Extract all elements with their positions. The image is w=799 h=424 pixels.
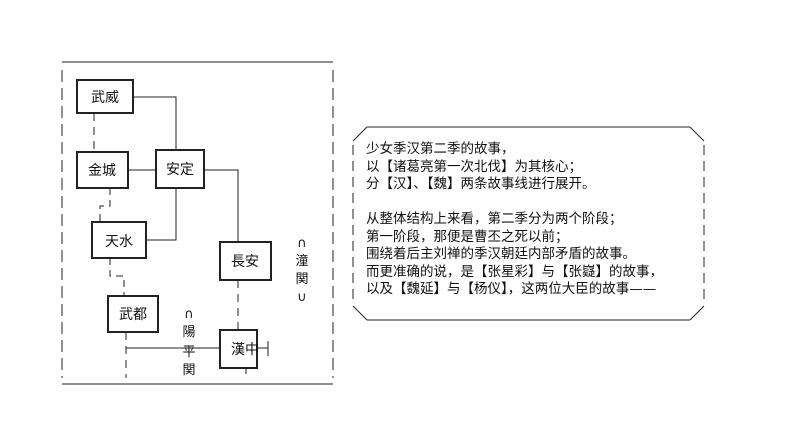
city-label: 天水 (105, 234, 133, 250)
road-tianshui-wudu (109, 258, 125, 296)
pass-tongguan: ∩ 潼 関 ∪ (295, 236, 308, 305)
city-changan: 長安 (219, 241, 272, 281)
city-hanzhong: 漢中 (219, 329, 259, 369)
city-wudu: 武都 (107, 295, 159, 333)
city-label: 武都 (119, 307, 147, 323)
road-jincheng-tianshui (99, 188, 111, 222)
city-label: 漢中 (231, 342, 259, 358)
svg-text:関: 関 (295, 272, 308, 287)
road-anding-tianshui (146, 188, 177, 241)
svg-text:陽: 陽 (182, 325, 195, 340)
city-label: 武威 (91, 90, 119, 106)
story-line: 以【诸葛亮第一次北伐】为其核心； (366, 158, 582, 175)
story-line: 少女季汉第二季的故事， (366, 141, 515, 157)
story-line: 以及【魏延】与【杨仪】，这两位大臣的故事—— (366, 281, 657, 297)
svg-text:潼: 潼 (295, 253, 308, 269)
road-network (93, 96, 269, 378)
city-anding: 安定 (155, 149, 205, 189)
svg-text:関: 関 (182, 363, 195, 378)
road-anding-changan (204, 169, 239, 242)
svg-text:∩: ∩ (184, 307, 194, 322)
map-frame (61, 61, 334, 385)
story-line: 分【汉】、【魏】两条故事线进行展开。 (366, 176, 596, 192)
city-tianshui: 天水 (91, 221, 147, 259)
story-blank-line (366, 194, 696, 212)
story-line: 第一阶段，那便是曹丕之死以前； (366, 228, 569, 245)
svg-text:∪: ∪ (297, 290, 307, 305)
city-label: 金城 (88, 163, 116, 179)
story-box-frame (352, 126, 705, 321)
story-line: 而更准确的说，是【张星彩】与【张嶷】的故事， (366, 263, 663, 280)
road-wuwei-anding (133, 96, 177, 150)
city-jincheng: 金城 (76, 151, 129, 189)
story-text: 少女季汉第二季的故事， 以【诸葛亮第一次北伐】为其核心； 分【汉】、【魏】两条故… (366, 141, 696, 299)
city-wuwei: 武威 (76, 79, 134, 114)
svg-text:∩: ∩ (297, 236, 307, 251)
svg-text:平: 平 (182, 345, 195, 360)
city-label: 長安 (231, 254, 259, 270)
pass-yangpingguan: ∩ 陽 平 関 (182, 307, 195, 378)
city-label: 安定 (166, 162, 194, 178)
story-line: 从整体结构上来看，第二季分为两个阶段； (366, 211, 623, 227)
story-line: 围绕着后主刘禅的季汉朝廷内部矛盾的故事。 (366, 246, 636, 262)
